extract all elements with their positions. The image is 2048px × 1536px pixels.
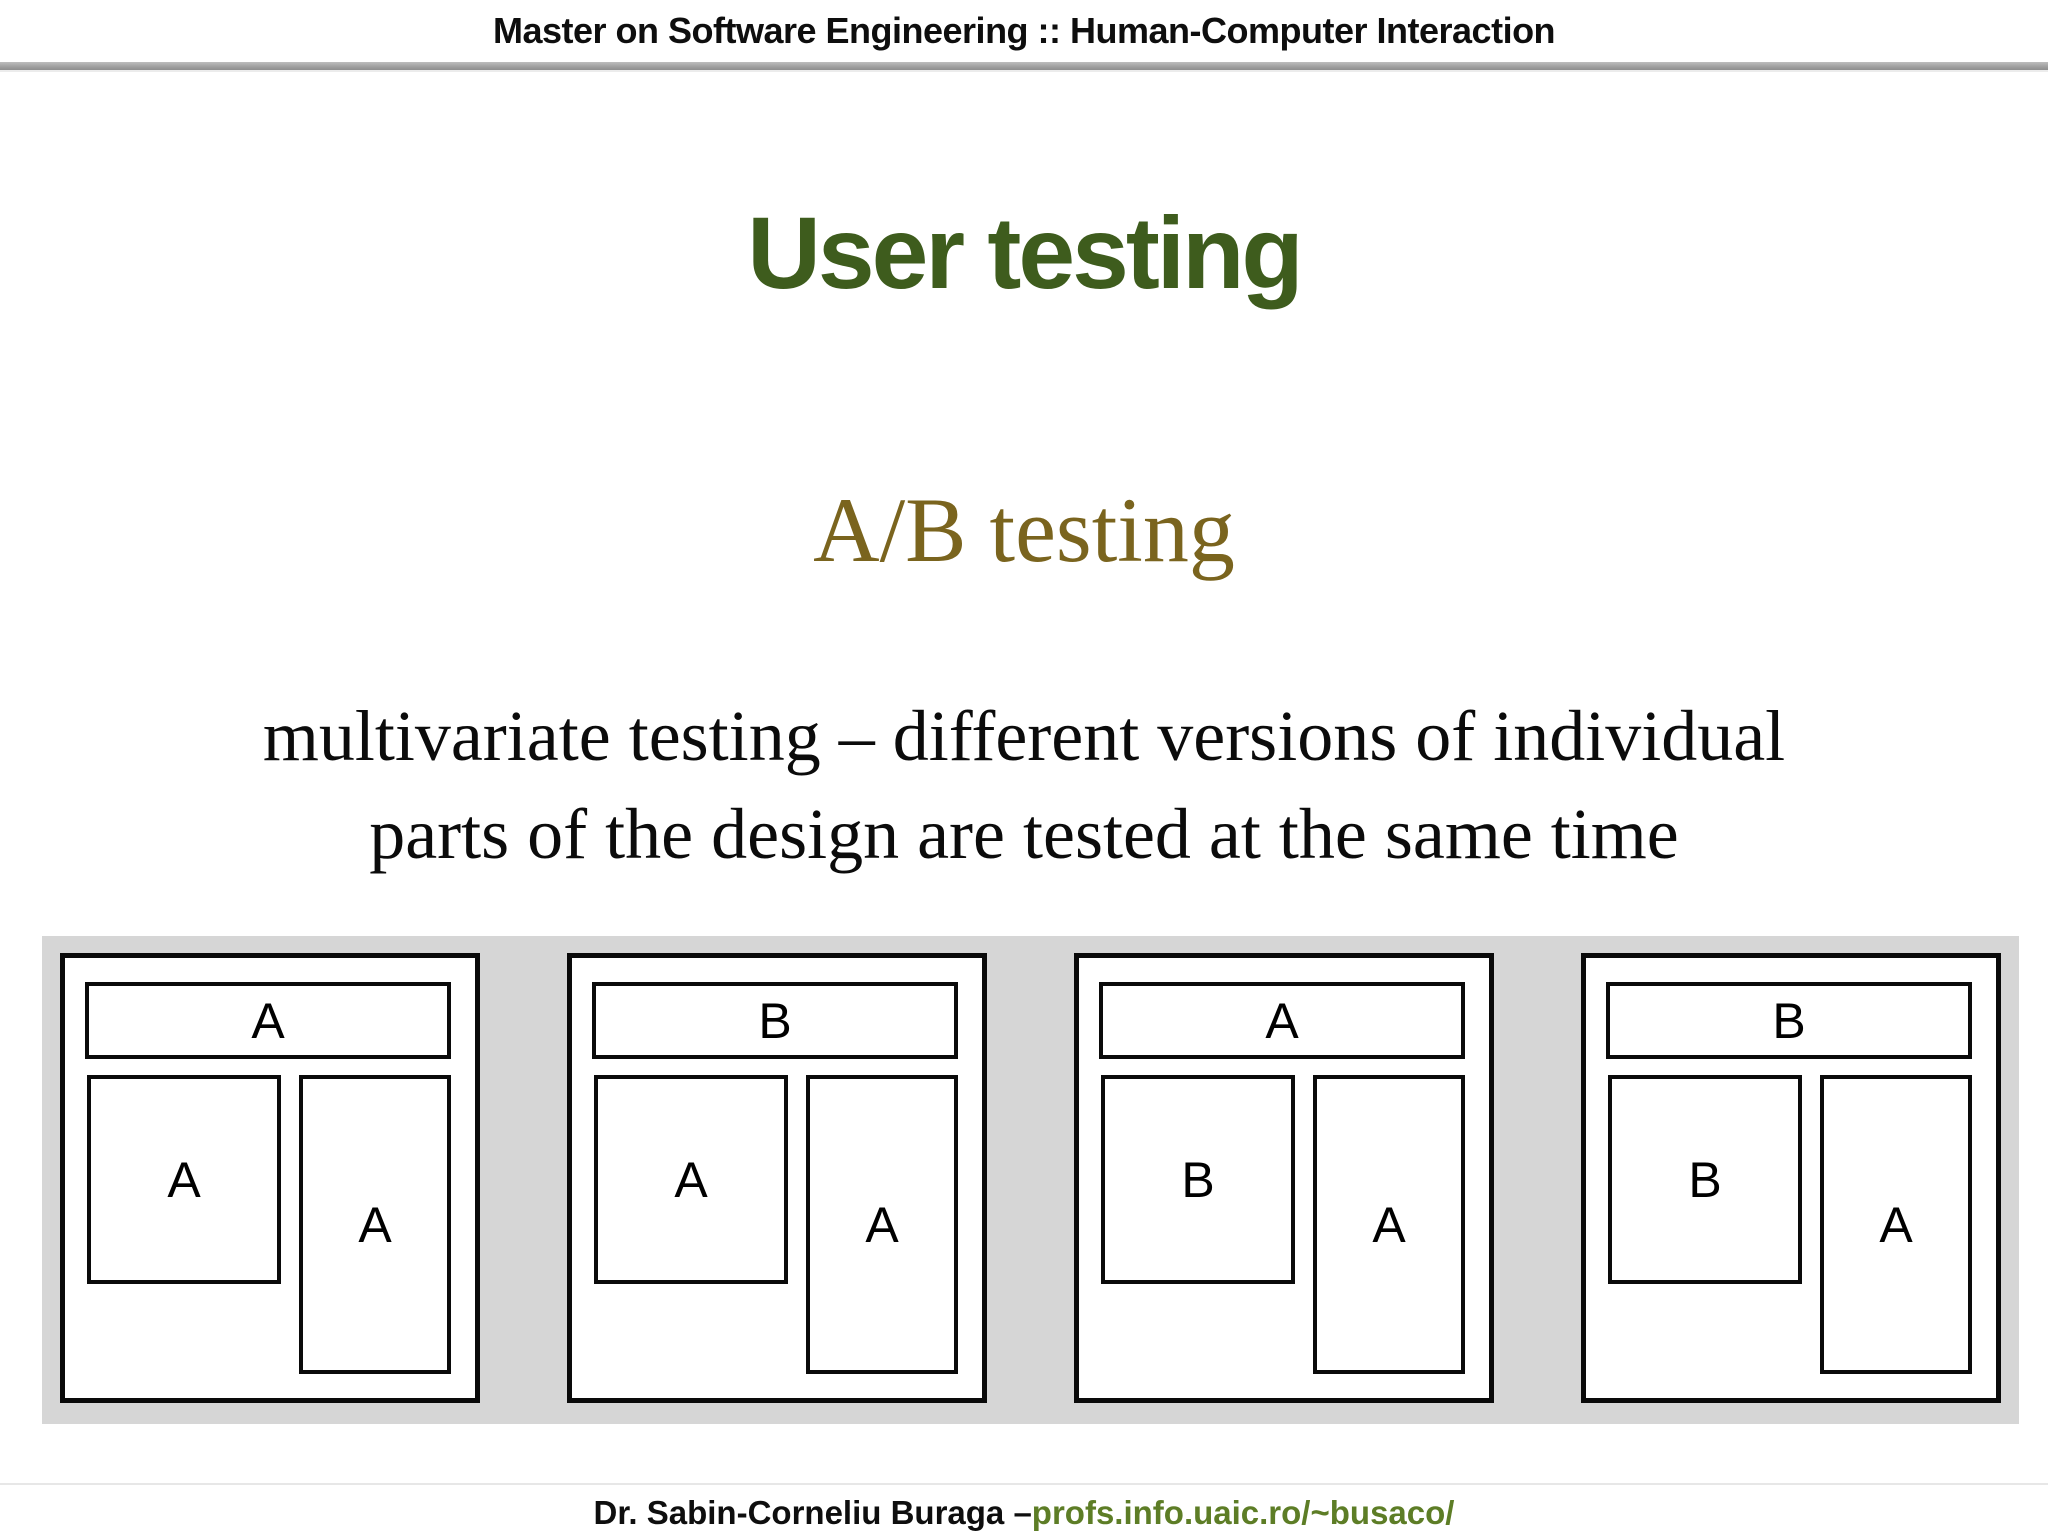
wireframe-label: B — [1181, 1151, 1215, 1208]
wireframe-label: A — [674, 1151, 708, 1208]
body-line-2: parts of the design are tested at the sa… — [369, 793, 1679, 874]
wireframe-header: A — [85, 982, 451, 1059]
wireframe-label: A — [167, 1151, 201, 1208]
wireframe-label: A — [865, 1196, 899, 1253]
footer-website-link[interactable]: profs.info.uaic.ro/~busaco/ — [1031, 1494, 1455, 1531]
wireframe-label: A — [358, 1196, 392, 1253]
wireframe-header: A — [1099, 982, 1465, 1059]
wireframe-label: A — [251, 992, 285, 1049]
wireframe-right-box: A — [1313, 1075, 1465, 1374]
wireframe-left-box: B — [1608, 1075, 1802, 1284]
footer: Dr. Sabin-Corneliu Buraga – profs.info.u… — [0, 1490, 2048, 1536]
wireframe-left-box: A — [594, 1075, 788, 1284]
ab-variant-card-1: A A A — [60, 953, 480, 1403]
footer-divider — [0, 1483, 2048, 1485]
ab-variant-card-2: B A A — [567, 953, 987, 1403]
slide-title: User testing — [747, 196, 1304, 310]
wireframe-left-box: A — [87, 1075, 281, 1284]
wireframe-illustration-band: A A A B A A A B — [42, 936, 2019, 1424]
wireframe-label: B — [1772, 992, 1806, 1049]
ab-variant-card-3: A B A — [1074, 953, 1494, 1403]
wireframe-right-box: A — [1820, 1075, 1972, 1374]
wireframe-label: A — [1372, 1196, 1406, 1253]
slide-subtitle: A/B testing — [813, 479, 1235, 581]
wireframe-label: B — [758, 992, 792, 1049]
slide-body-text: multivariate testing – different version… — [0, 688, 2048, 884]
header-divider — [0, 62, 2048, 72]
wireframe-right-box: A — [299, 1075, 451, 1374]
wireframe-label: B — [1688, 1151, 1722, 1208]
ab-variant-card-4: B B A — [1581, 953, 2001, 1403]
wireframe-label: A — [1265, 992, 1299, 1049]
wireframe-header: B — [592, 982, 958, 1059]
wireframe-label: A — [1879, 1196, 1913, 1253]
footer-author: Dr. Sabin-Corneliu Buraga – — [593, 1494, 1032, 1531]
wireframe-header: B — [1606, 982, 1972, 1059]
wireframe-right-box: A — [806, 1075, 958, 1374]
body-line-1: multivariate testing – different version… — [262, 696, 1786, 776]
wireframe-left-box: B — [1101, 1075, 1295, 1284]
course-header: Master on Software Engineering :: Human-… — [0, 0, 2048, 62]
course-header-title: Master on Software Engineering :: Human-… — [492, 10, 1556, 51]
